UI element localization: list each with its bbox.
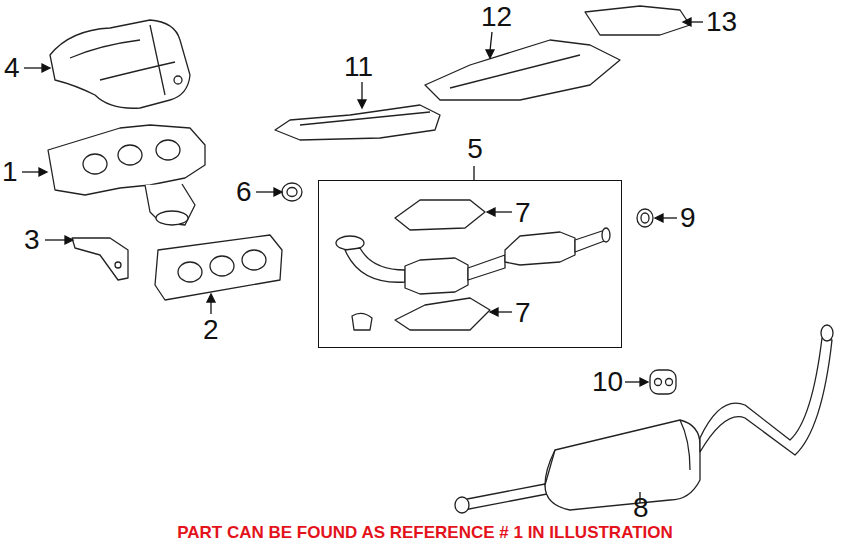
callout-number: 1 (2, 158, 18, 186)
callout-number: 6 (236, 178, 252, 206)
callout-number: 3 (24, 226, 40, 254)
callout-number: 8 (633, 494, 649, 522)
callout-number: 5 (467, 135, 483, 163)
callout-number: 7 (515, 199, 531, 227)
callout-number: 10 (592, 368, 623, 396)
callout-number: 2 (203, 316, 219, 344)
component-group-box: 577 (318, 180, 622, 348)
callout-number: 7 (515, 299, 531, 327)
reference-note: PART CAN BE FOUND AS REFERENCE # 1 IN IL… (177, 523, 673, 543)
callout-number: 11 (344, 53, 373, 81)
callout-number: 12 (481, 3, 512, 31)
callout-number: 9 (680, 204, 696, 232)
callout-number: 4 (4, 54, 20, 82)
callout-number: 13 (706, 8, 737, 36)
